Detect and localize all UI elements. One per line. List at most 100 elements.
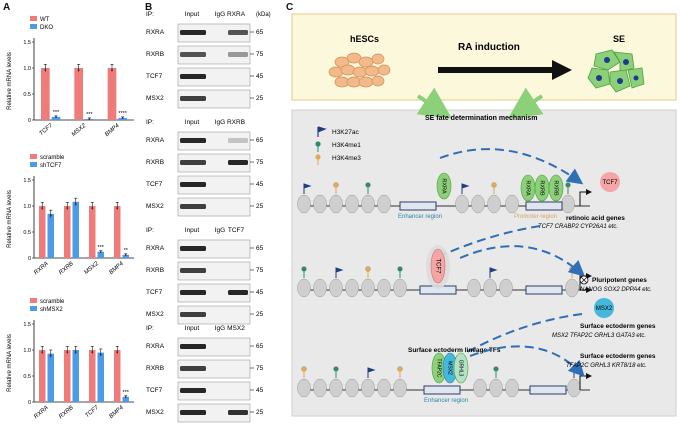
nucleosome [361, 378, 375, 398]
nucleosome [329, 194, 343, 214]
surface-ectoderm-genes-1: MSX2 TFAP2C GRHL3 GATA3 etc. [552, 333, 646, 339]
band [180, 410, 206, 415]
band [228, 52, 248, 57]
blot-strip [177, 403, 251, 423]
legend-label: WT [40, 17, 50, 23]
se-nuclei [596, 57, 639, 84]
y-tick-label: 1.0 [23, 348, 31, 354]
legend-label: scramble [40, 299, 65, 305]
band [228, 290, 248, 295]
nucleosome [567, 378, 581, 398]
ra-genes-list: TCF7 CRABP2 CYP26A1 etc. [538, 224, 618, 230]
bar [74, 68, 83, 120]
ra-induction-arrow [438, 60, 572, 80]
nucleosome [313, 278, 327, 298]
mw-marker: 25 [256, 311, 264, 318]
msx2-factor: MSX2 [447, 361, 453, 375]
lineage-tfs-label: Surface ectoderm lineage TFs [408, 347, 501, 354]
lane-header: IgG [215, 227, 225, 234]
y-tick-label: 1.5 [23, 40, 31, 46]
panel-letter-a: A [3, 2, 11, 13]
lane-header: Input [185, 11, 200, 18]
nucleosome [297, 194, 311, 214]
x-category-label: RXRA [33, 261, 50, 276]
nucleosome [393, 378, 407, 398]
lane-header: Input [185, 325, 200, 332]
y-tick-label: 0 [28, 256, 31, 262]
x-category-label: MSX2 [83, 261, 100, 277]
significance-stars: *** [86, 112, 93, 118]
mw-marker: 65 [256, 245, 264, 252]
blot-row-label: MSX2 [146, 203, 164, 210]
h3k27ac-mark [335, 267, 344, 278]
mw-marker: 75 [256, 365, 264, 372]
blot-strip [177, 305, 251, 325]
nucleosome [377, 378, 391, 398]
y-axis-label: Relative mRNA levels [7, 334, 13, 392]
blot-strip [177, 239, 251, 259]
green-arrow-right [508, 87, 544, 119]
promoter-region-label: Promoter region [514, 214, 557, 220]
row2-chromatin: TCF7 Pluripotent genes NANOG SOX2 DPPA4 … [297, 245, 656, 339]
h3k4me1-mark [365, 182, 371, 188]
band [180, 74, 206, 79]
panel-letter-c: C [286, 2, 294, 13]
bar [114, 350, 121, 402]
blot-strip [177, 153, 251, 173]
x-category-label: BMP4 [108, 405, 125, 421]
bar [64, 350, 71, 402]
mw-marker: 45 [256, 289, 264, 296]
significance-stars: *** [123, 390, 130, 396]
h3k27ac-mark [303, 183, 312, 194]
mw-marker: 25 [256, 203, 264, 210]
tcf7-factor: TCF7 [434, 259, 440, 275]
legend-swatch [30, 162, 37, 167]
band [228, 160, 248, 165]
band [180, 182, 206, 187]
mw-marker: 75 [256, 267, 264, 274]
nucleosome [345, 378, 359, 398]
lane-header: Input [185, 119, 200, 126]
nucleosome [455, 194, 469, 214]
x-category-label: RXRA [33, 405, 50, 420]
band [180, 366, 206, 371]
blot-strip [177, 45, 251, 65]
bar [122, 254, 129, 258]
surface-ectoderm-title-2: Surface ectoderm genes [580, 353, 656, 360]
nucleosome [473, 378, 487, 398]
histone-legend: H3K27ac H3K4me1 H3K4me3 [315, 126, 361, 165]
nucleosome [499, 278, 513, 298]
rxrb-factor-1: RXRB [539, 180, 545, 196]
h3k4me3-mark [333, 182, 339, 188]
panel-letter-b: B [145, 2, 153, 13]
x-category-label: TCF7 [84, 405, 100, 420]
rxra-factor-1: RXRA [441, 178, 447, 194]
lane-header: IgG [215, 325, 225, 332]
lane-header: RXRB [227, 119, 245, 126]
blot-row-label: MSX2 [146, 95, 164, 102]
bar [47, 213, 54, 258]
bar [39, 206, 46, 258]
row1-chromatin: Enhancer region Promoter region RXRA RXR… [297, 148, 625, 230]
blot-strip [177, 359, 251, 379]
tfap2c-factor: TFAP2C [436, 359, 442, 378]
blot-row-label: RXRB [146, 365, 164, 372]
blot-strip [177, 23, 251, 43]
blot-row-label: TCF7 [146, 181, 163, 188]
nucleosome [489, 378, 503, 398]
mw-marker: 65 [256, 137, 264, 144]
msx2-product-label: MSX2 [596, 306, 613, 312]
legend-label: DKO [40, 25, 53, 31]
significance-stars: **** [118, 111, 127, 117]
band [180, 290, 206, 295]
y-tick-label: 0.5 [23, 92, 31, 98]
pluripotent-genes: NANOG SOX2 DPPA4 etc. [580, 287, 652, 293]
y-tick-label: 0.5 [23, 230, 31, 236]
bar [122, 396, 129, 402]
blot-strip [177, 67, 251, 87]
blot-row-label: MSX2 [146, 311, 164, 318]
bar [41, 68, 50, 120]
ip-label: IP: [146, 325, 154, 332]
